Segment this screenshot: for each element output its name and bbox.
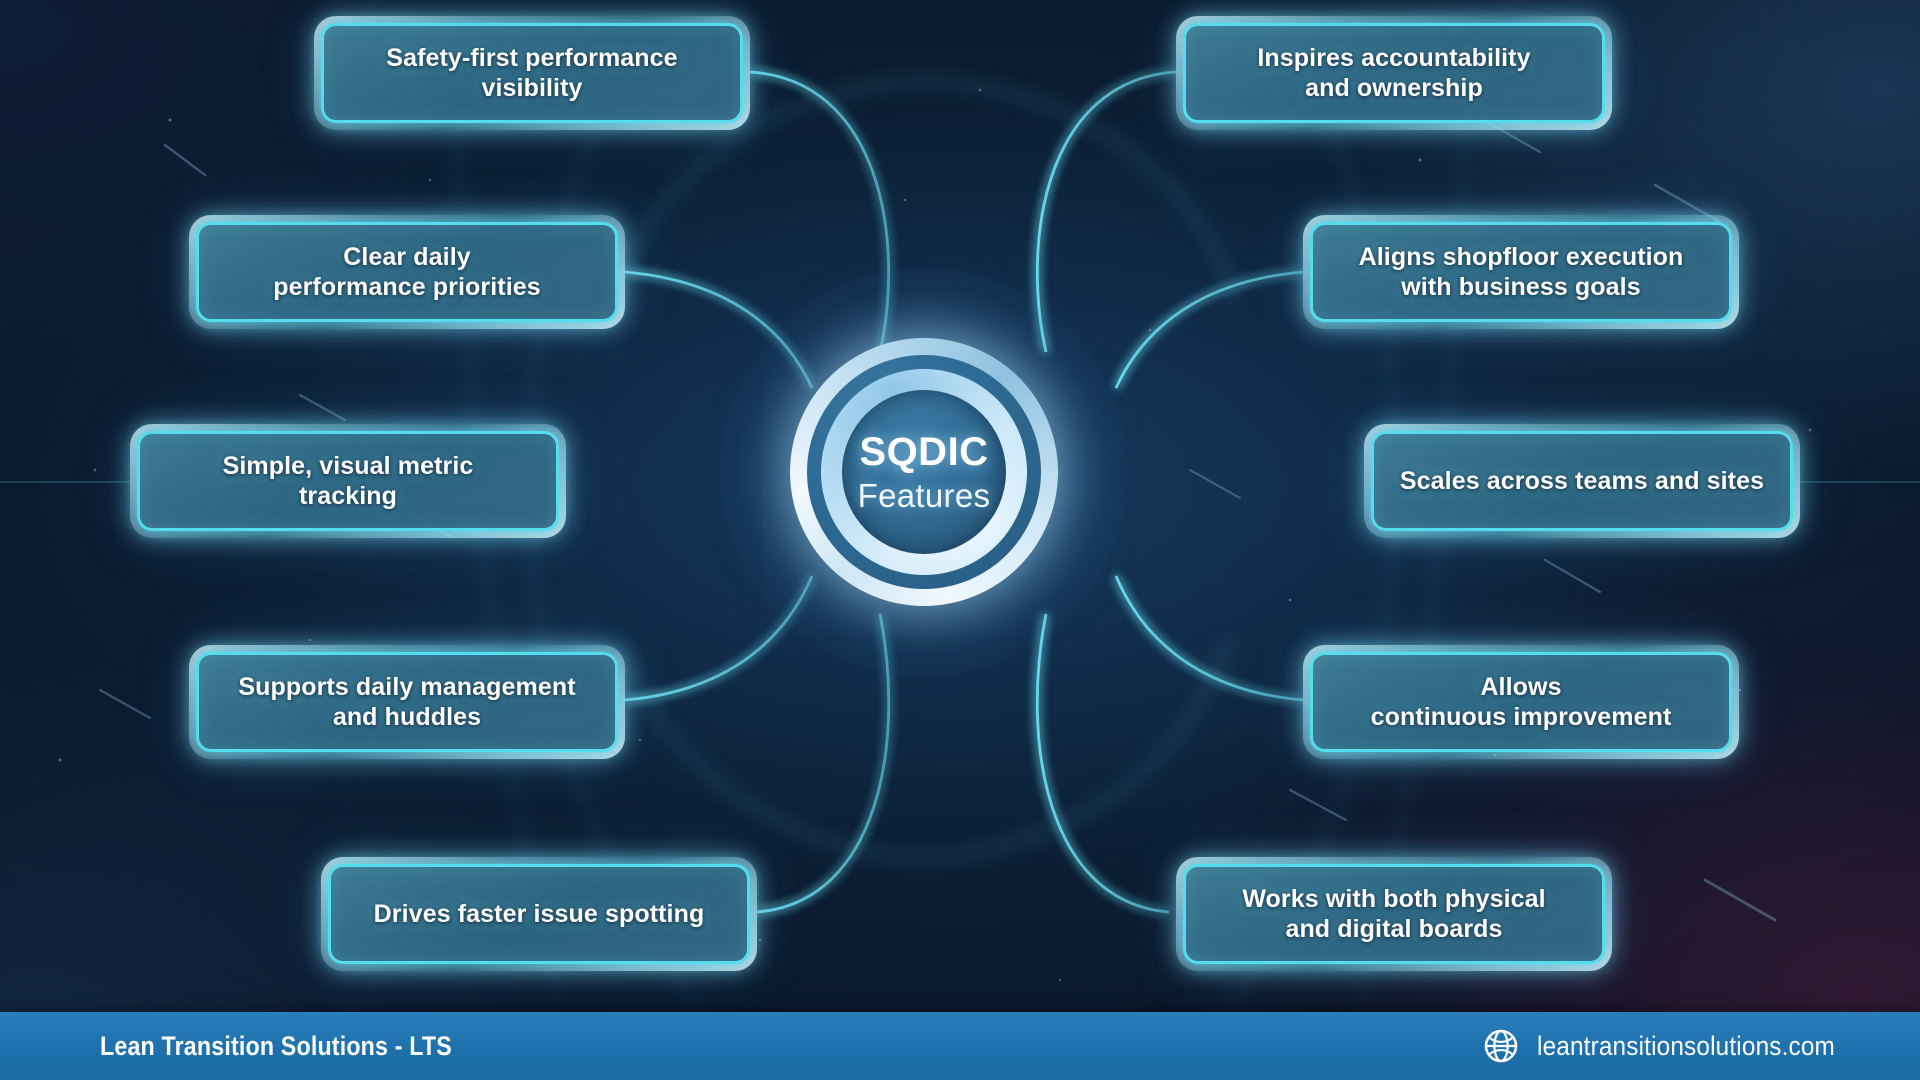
feature-node-label: Drives faster issue spotting — [373, 899, 705, 928]
hub-subtitle: Features — [857, 477, 991, 514]
feature-node-scales-across-teams-and-sites[interactable]: Scales across teams and sites — [1364, 424, 1800, 538]
hub-core — [842, 390, 1006, 554]
feature-node-label: Aligns shopfloor execution with business… — [1358, 242, 1684, 302]
feature-node-label: Clear daily performance priorities — [273, 242, 541, 302]
feature-node-works-with-both-physical-and-digital-boards[interactable]: Works with both physical and digital boa… — [1176, 857, 1612, 971]
feature-node-frame: Works with both physical and digital boa… — [1183, 864, 1605, 964]
feature-node-supports-daily-management-and-huddles[interactable]: Supports daily management and huddles — [189, 645, 625, 759]
feature-node-label: Inspires accountability and ownership — [1257, 43, 1531, 103]
hub-text-group: SQDIC Features — [858, 432, 991, 512]
feature-node-label: Simple, visual metric tracking — [222, 451, 474, 511]
feature-node-drives-faster-issue-spotting[interactable]: Drives faster issue spotting — [321, 857, 757, 971]
center-hub: SQDIC Features — [720, 268, 1128, 676]
footer-brand-name: Lean Transition Solutions - LTS — [100, 1030, 452, 1061]
feature-node-frame: Supports daily management and huddles — [196, 652, 618, 752]
feature-node-frame: Safety-first performance visibility — [321, 23, 743, 123]
hub-title: SQDIC — [859, 430, 989, 474]
feature-node-label: Supports daily management and huddles — [238, 672, 576, 732]
feature-node-label: Allows continuous improvement — [1370, 672, 1672, 732]
feature-node-frame: Inspires accountability and ownership — [1183, 23, 1605, 123]
feature-node-allows-continuous-improvement[interactable]: Allows continuous improvement — [1303, 645, 1739, 759]
feature-node-label: Safety-first performance visibility — [386, 43, 678, 103]
feature-node-frame: Simple, visual metric tracking — [137, 431, 559, 531]
footer-website-group[interactable]: leantransitionsolutions.com — [1483, 1028, 1868, 1064]
footer-website-url[interactable]: leantransitionsolutions.com — [1536, 1030, 1835, 1061]
feature-node-inspires-accountability-and-ownership[interactable]: Inspires accountability and ownership — [1176, 16, 1612, 130]
footer-bar: Lean Transition Solutions - LTS leantran… — [0, 1012, 1920, 1080]
globe-icon — [1484, 1029, 1518, 1063]
feature-node-frame: Allows continuous improvement — [1310, 652, 1732, 752]
feature-node-label: Works with both physical and digital boa… — [1242, 884, 1546, 944]
feature-node-safety-first-performance-visibility[interactable]: Safety-first performance visibility — [314, 16, 750, 130]
feature-node-label: Scales across teams and sites — [1399, 466, 1765, 495]
feature-node-frame: Aligns shopfloor execution with business… — [1310, 222, 1732, 322]
feature-node-aligns-shopfloor-execution-with-business-goals[interactable]: Aligns shopfloor execution with business… — [1303, 215, 1739, 329]
feature-node-frame: Drives faster issue spotting — [328, 864, 750, 964]
feature-node-simple-visual-metric-tracking[interactable]: Simple, visual metric tracking — [130, 424, 566, 538]
feature-node-frame: Scales across teams and sites — [1371, 431, 1793, 531]
feature-node-frame: Clear daily performance priorities — [196, 222, 618, 322]
feature-node-clear-daily-performance-priorities[interactable]: Clear daily performance priorities — [189, 215, 625, 329]
